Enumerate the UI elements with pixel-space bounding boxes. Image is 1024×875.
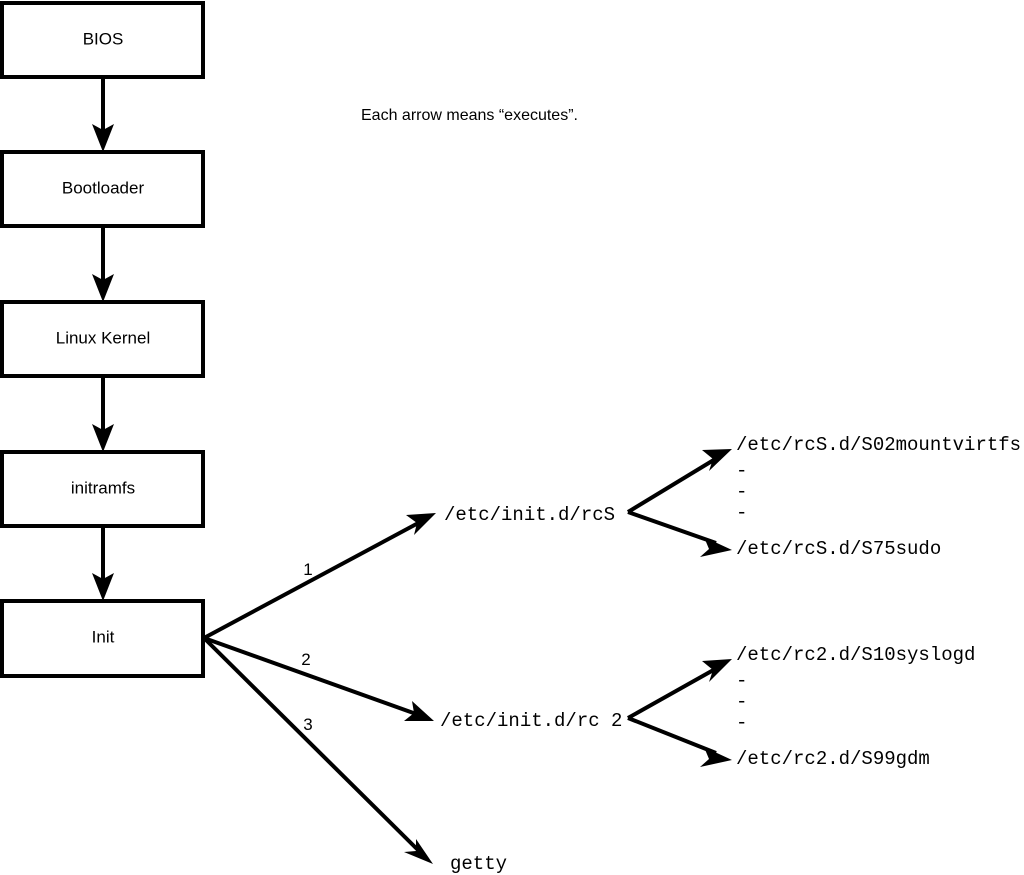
rc2-ellipsis-dash-2: - [736, 691, 747, 713]
rcs-ellipsis-dash-2: - [736, 481, 747, 503]
bios-box[interactable] [0, 1, 205, 79]
node-bootloader[interactable]: Bootloader [0, 150, 205, 228]
node-bios[interactable]: BIOS [0, 1, 205, 79]
linux-kernel-label: Linux Kernel [56, 328, 151, 347]
bootloader-label: Bootloader [62, 178, 145, 197]
arrow-bootloader-to-kernel [92, 226, 114, 302]
arrowhead-icon [404, 701, 434, 721]
arrow-initramfs-to-init [92, 526, 114, 601]
arrowhead-icon [92, 124, 114, 152]
edge-number-3: 3 [303, 715, 312, 734]
edge-number-1: 1 [303, 560, 312, 579]
script-label-getty[interactable]: getty [450, 853, 507, 875]
init-label: Init [92, 627, 115, 646]
rc2-ellipsis-dash-1: - [736, 670, 747, 692]
arrowhead-icon [702, 449, 732, 471]
arrow-init-to-rc2 [203, 636, 434, 721]
initramfs-box[interactable] [0, 450, 205, 528]
arrow-rcs-to-first-child [626, 449, 732, 514]
rc2-child-last: /etc/rc2.d/S99gdm [736, 748, 930, 770]
arrowhead-icon [700, 747, 732, 767]
arrow-bios-to-bootloader [92, 77, 114, 152]
arrowhead-icon [406, 513, 436, 535]
arrow-rcs-to-last-child [627, 510, 732, 557]
rcs-child-last: /etc/rcS.d/S75sudo [736, 538, 941, 560]
rc2-ellipsis-dash-3: - [736, 712, 747, 734]
arrow-init-to-rcs [203, 513, 436, 640]
rcs-ellipsis-dash-3: - [736, 502, 747, 524]
arrow-kernel-to-initramfs [92, 376, 114, 452]
arrowhead-icon [92, 573, 114, 601]
edge-number-2: 2 [301, 650, 310, 669]
script-label-rcs[interactable]: /etc/init.d/rcS [444, 504, 615, 526]
arrowhead-icon [702, 659, 732, 682]
arrow-init-to-getty [202, 636, 433, 864]
initramfs-label: initramfs [71, 478, 135, 497]
init-box[interactable] [0, 599, 205, 678]
rcs-child-first: /etc/rcS.d/S02mountvirtfs [736, 434, 1021, 456]
node-linux-kernel[interactable]: Linux Kernel [0, 300, 205, 378]
script-label-rc2[interactable]: /etc/init.d/rc 2 [440, 710, 622, 732]
node-init[interactable]: Init [0, 599, 205, 678]
arrowhead-icon [92, 274, 114, 302]
rcs-ellipsis-dash-1: - [736, 460, 747, 482]
bios-label: BIOS [83, 29, 124, 48]
rc2-child-first: /etc/rc2.d/S10syslogd [736, 644, 975, 666]
arrowhead-icon [92, 424, 114, 452]
arrow-rc2-to-last-child [627, 716, 732, 767]
arrow-rc2-to-first-child [627, 659, 732, 720]
node-initramfs[interactable]: initramfs [0, 450, 205, 528]
diagram-caption: Each arrow means “executes”. [361, 107, 578, 124]
arrowhead-icon [700, 537, 732, 557]
arrowhead-icon [404, 839, 433, 864]
